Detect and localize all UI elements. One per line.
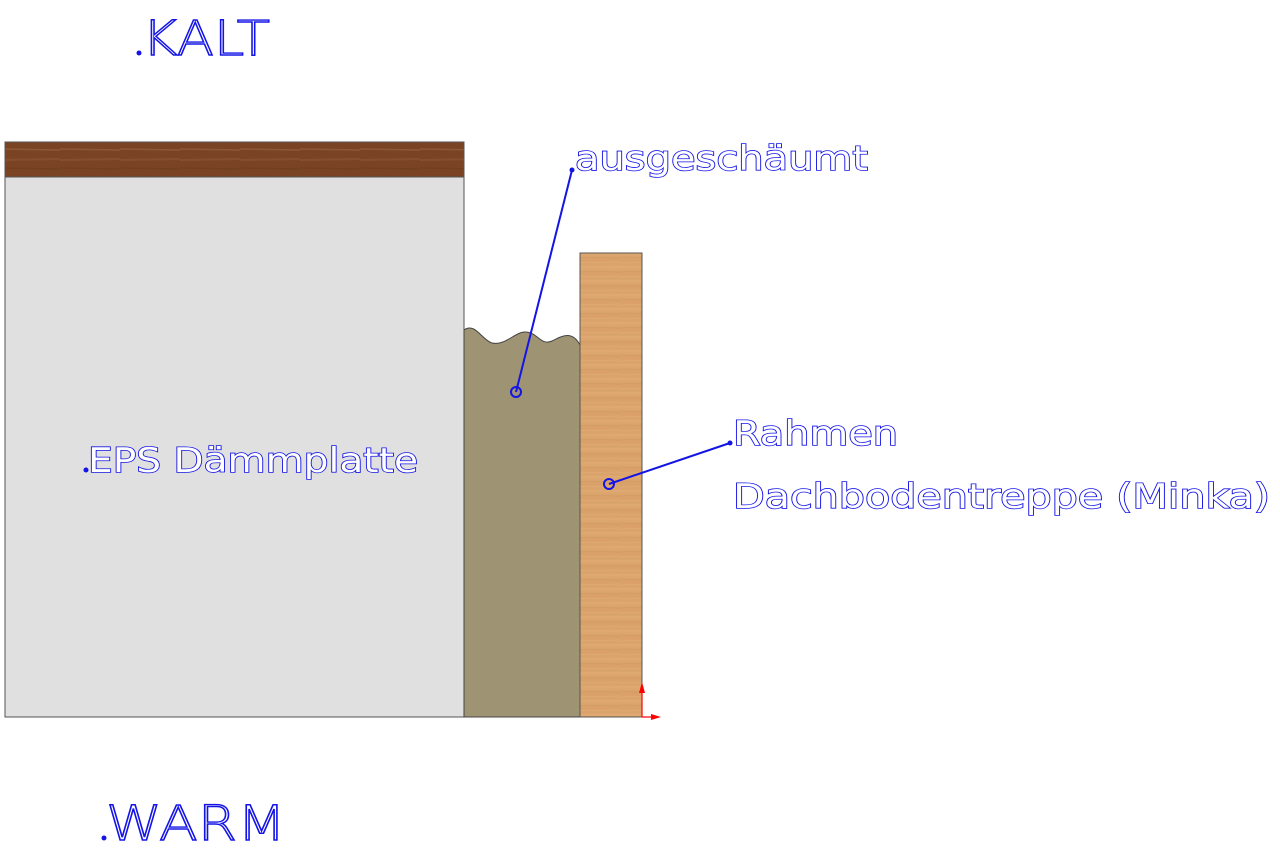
origin-axes-icon — [639, 682, 661, 720]
label-frame-line2: Dachbodentreppe (Minka) — [733, 477, 1270, 517]
top-board — [4, 141, 465, 178]
foam-leader-marker — [510, 386, 522, 398]
label-frame-line1: Rahmen — [733, 414, 898, 454]
label-foam: ausgeschäumt — [575, 139, 868, 179]
label-cold-side: KALT — [142, 11, 270, 67]
foam-fill — [463, 327, 581, 718]
frame-leader-line — [608, 442, 731, 485]
label-eps: EPS Dämmplatte — [88, 441, 418, 481]
foam-leader-line — [515, 169, 573, 393]
frame-leader-marker — [603, 478, 615, 490]
eps-insulation-board — [4, 176, 465, 718]
label-warm-side: WARM — [106, 796, 286, 852]
wood-frame — [579, 252, 643, 718]
